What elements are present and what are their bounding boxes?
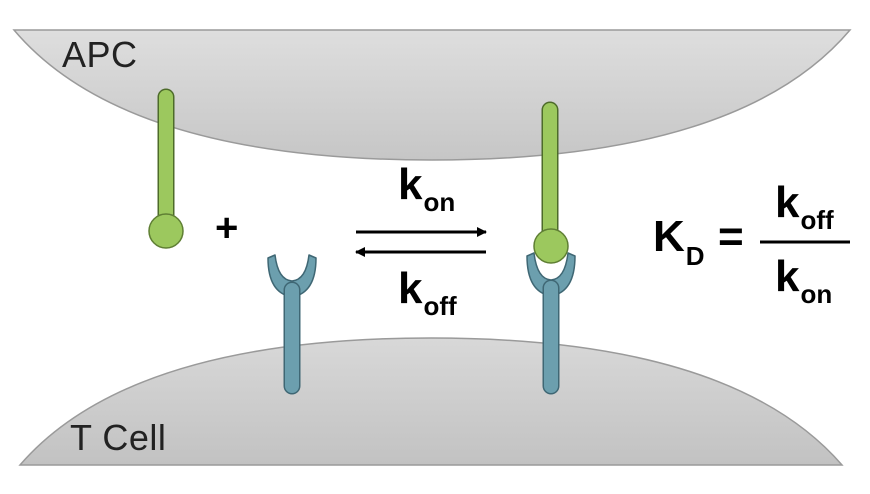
kd-denominator: kon	[775, 252, 832, 309]
kd-main: K	[653, 212, 685, 261]
koff-k: k	[398, 264, 423, 313]
numerator-k: k	[775, 178, 800, 227]
tcell-cell	[18, 337, 844, 466]
tcell-label: T Cell	[70, 417, 167, 458]
bound-receptor	[526, 252, 576, 395]
denominator-sub: on	[800, 279, 833, 309]
kon-label: kon	[398, 160, 455, 217]
kd-sub: D	[685, 241, 705, 271]
kon-sub: on	[423, 187, 456, 217]
kon-k: k	[398, 160, 423, 209]
kd-numerator: koff	[775, 178, 834, 235]
bound-ligand	[533, 101, 569, 264]
kd-symbol: KD	[653, 212, 705, 271]
apc-label: APC	[62, 34, 138, 75]
equilibrium-arrows	[355, 227, 487, 257]
free-ligand	[148, 88, 184, 249]
free-receptor	[267, 254, 317, 395]
koff-sub: off	[423, 291, 457, 321]
denominator-k: k	[775, 252, 800, 301]
apc-cell	[12, 29, 852, 161]
plus-sign: +	[215, 206, 239, 250]
numerator-sub: off	[800, 205, 834, 235]
koff-label: koff	[398, 264, 457, 321]
equals-sign: =	[718, 212, 744, 261]
